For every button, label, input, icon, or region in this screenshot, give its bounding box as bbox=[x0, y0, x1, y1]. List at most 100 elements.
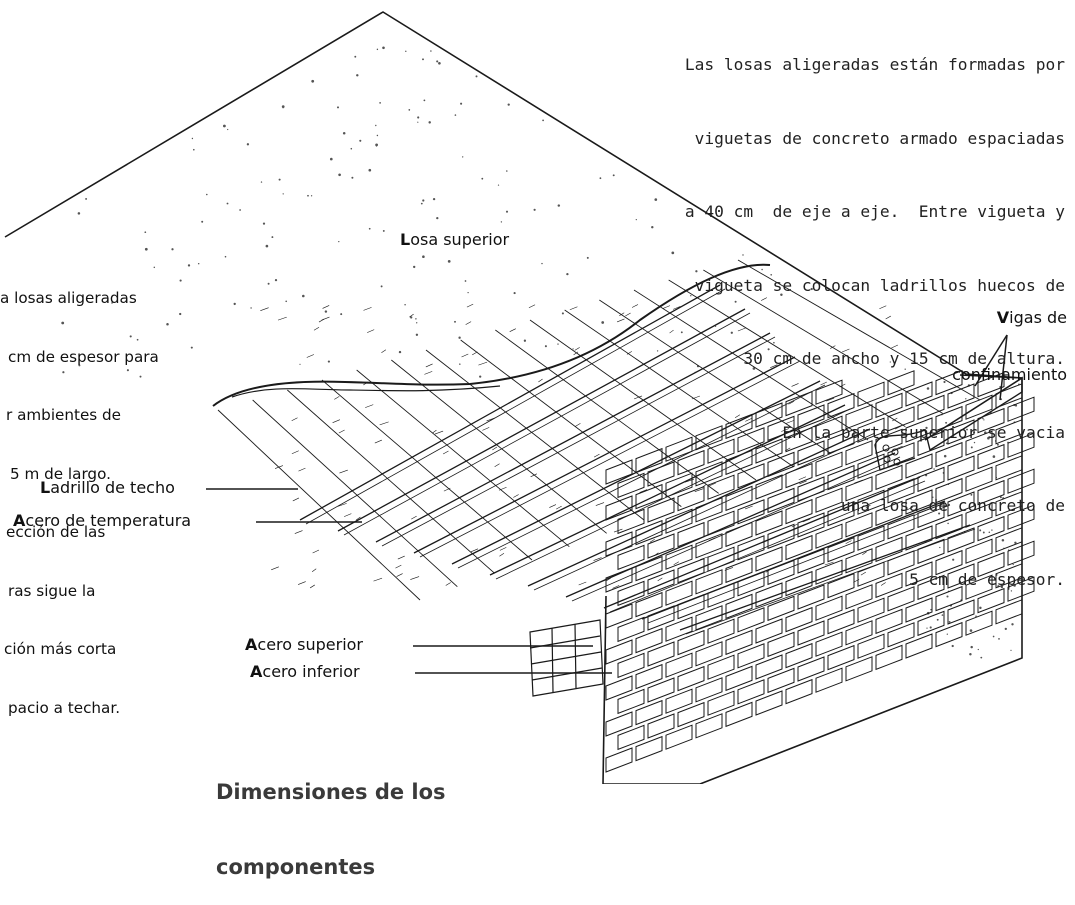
brick-hatch bbox=[499, 547, 507, 551]
brick-hatch bbox=[745, 418, 752, 422]
concrete-dot bbox=[983, 419, 985, 421]
concrete-dot bbox=[1011, 623, 1014, 626]
concrete-dot bbox=[85, 197, 88, 200]
wall-brick bbox=[875, 500, 903, 527]
wall-brick bbox=[617, 724, 645, 751]
wall-brick bbox=[635, 735, 663, 762]
wall-brick bbox=[737, 607, 765, 633]
brick-hatch bbox=[528, 304, 536, 309]
concrete-dot bbox=[969, 652, 972, 656]
brick-hatch bbox=[569, 306, 578, 311]
wall-brick bbox=[737, 535, 765, 561]
wall-brick bbox=[767, 487, 795, 514]
wall-brick bbox=[845, 548, 873, 574]
side-note-line: pacio a techar. bbox=[8, 698, 121, 717]
wall-brick bbox=[797, 656, 825, 682]
wall-brick bbox=[857, 417, 885, 443]
wall-brick bbox=[755, 438, 783, 464]
section-heading: Dimensiones de los componentes bbox=[216, 780, 446, 879]
concrete-dot bbox=[376, 48, 379, 51]
brick-hatch bbox=[297, 581, 306, 585]
brick-hatch bbox=[880, 582, 886, 586]
label-ladrillo-techo: Ladrillo de techo bbox=[40, 478, 175, 497]
side-note-line: r ambientes de bbox=[6, 406, 122, 424]
brick-hatch bbox=[381, 349, 387, 354]
concrete-dot bbox=[129, 335, 132, 338]
side-note-line: a losas aligeradas bbox=[0, 289, 137, 307]
wall-brick bbox=[797, 440, 825, 466]
wall-brick bbox=[905, 489, 933, 515]
concrete-dot bbox=[933, 468, 935, 470]
brick-hatch bbox=[395, 564, 402, 569]
concrete-dot bbox=[541, 262, 543, 265]
concrete-texture bbox=[61, 46, 1020, 659]
concrete-dot bbox=[342, 132, 346, 135]
concrete-dot bbox=[991, 529, 993, 531]
concrete-dot bbox=[422, 199, 425, 202]
brick-hatch bbox=[802, 518, 811, 523]
wall-brick bbox=[917, 502, 945, 529]
brick-hatch bbox=[737, 327, 746, 332]
concrete-dot bbox=[542, 119, 544, 122]
concrete-dot bbox=[227, 128, 229, 131]
wall-brick bbox=[905, 597, 933, 623]
concrete-dot bbox=[1000, 585, 1004, 589]
brick-hatch bbox=[374, 439, 382, 444]
temperature-bar bbox=[321, 379, 533, 561]
brick-hatch bbox=[373, 577, 383, 582]
brick-hatch bbox=[311, 568, 317, 572]
concrete-dot bbox=[773, 341, 775, 344]
brick-hatch bbox=[913, 512, 920, 517]
concrete-dot bbox=[191, 137, 194, 140]
temperature-bar bbox=[356, 369, 570, 548]
wall-brick bbox=[677, 449, 705, 476]
brick-hatch bbox=[657, 577, 663, 582]
wall-brick bbox=[827, 464, 855, 491]
concrete-dot bbox=[376, 134, 379, 137]
concrete-dot bbox=[982, 417, 984, 420]
description-line: a 40 cm de eje a eje. Entre vigueta y bbox=[684, 202, 1065, 221]
concrete-dot bbox=[1004, 627, 1007, 631]
concrete-dot bbox=[481, 177, 484, 180]
wall-brick bbox=[995, 563, 1023, 589]
wall-brick bbox=[767, 595, 795, 622]
description-line: vigueta se colocan ladrillos huecos de bbox=[694, 275, 1065, 295]
brick-hatch bbox=[613, 528, 623, 533]
concrete-dot bbox=[338, 173, 341, 177]
wall-brick bbox=[1007, 468, 1035, 494]
wall-brick bbox=[785, 390, 813, 417]
wall-brick bbox=[905, 633, 933, 659]
wall-brick bbox=[785, 462, 813, 489]
concrete-dot bbox=[423, 99, 426, 102]
concrete-dot bbox=[507, 103, 510, 106]
brick-hatch bbox=[753, 445, 760, 449]
concrete-dot bbox=[780, 293, 783, 297]
wall-brick bbox=[677, 485, 705, 512]
concrete-dot bbox=[966, 428, 968, 431]
wall-brick bbox=[797, 404, 825, 430]
concrete-dot bbox=[111, 302, 113, 304]
wall-brick bbox=[875, 572, 903, 599]
side-note: a losas aligeradas cm de espesor para r … bbox=[0, 250, 159, 738]
wall-brick bbox=[635, 591, 663, 618]
concrete-dot bbox=[980, 656, 983, 659]
joist-line bbox=[641, 500, 946, 620]
brick-hatch bbox=[379, 421, 389, 426]
concrete-dot bbox=[941, 614, 944, 616]
concrete-dot bbox=[274, 278, 278, 282]
description-line: una losa de concreto de bbox=[840, 496, 1065, 515]
concrete-dot bbox=[929, 626, 932, 629]
side-note-line: cm de espesor para bbox=[8, 347, 159, 366]
concrete-dot bbox=[302, 294, 305, 298]
wall-brick bbox=[1007, 540, 1035, 566]
temperature-bar bbox=[633, 289, 869, 441]
wall-brick bbox=[1007, 576, 1035, 602]
wall-brick bbox=[947, 491, 975, 517]
wall-brick bbox=[767, 667, 795, 694]
concrete-dot bbox=[1007, 578, 1010, 581]
wall-brick bbox=[617, 472, 645, 499]
brick-hatch bbox=[691, 395, 701, 400]
wall-brick bbox=[1007, 432, 1035, 458]
brick-hatch bbox=[672, 306, 681, 310]
brick-hatch bbox=[424, 371, 433, 375]
